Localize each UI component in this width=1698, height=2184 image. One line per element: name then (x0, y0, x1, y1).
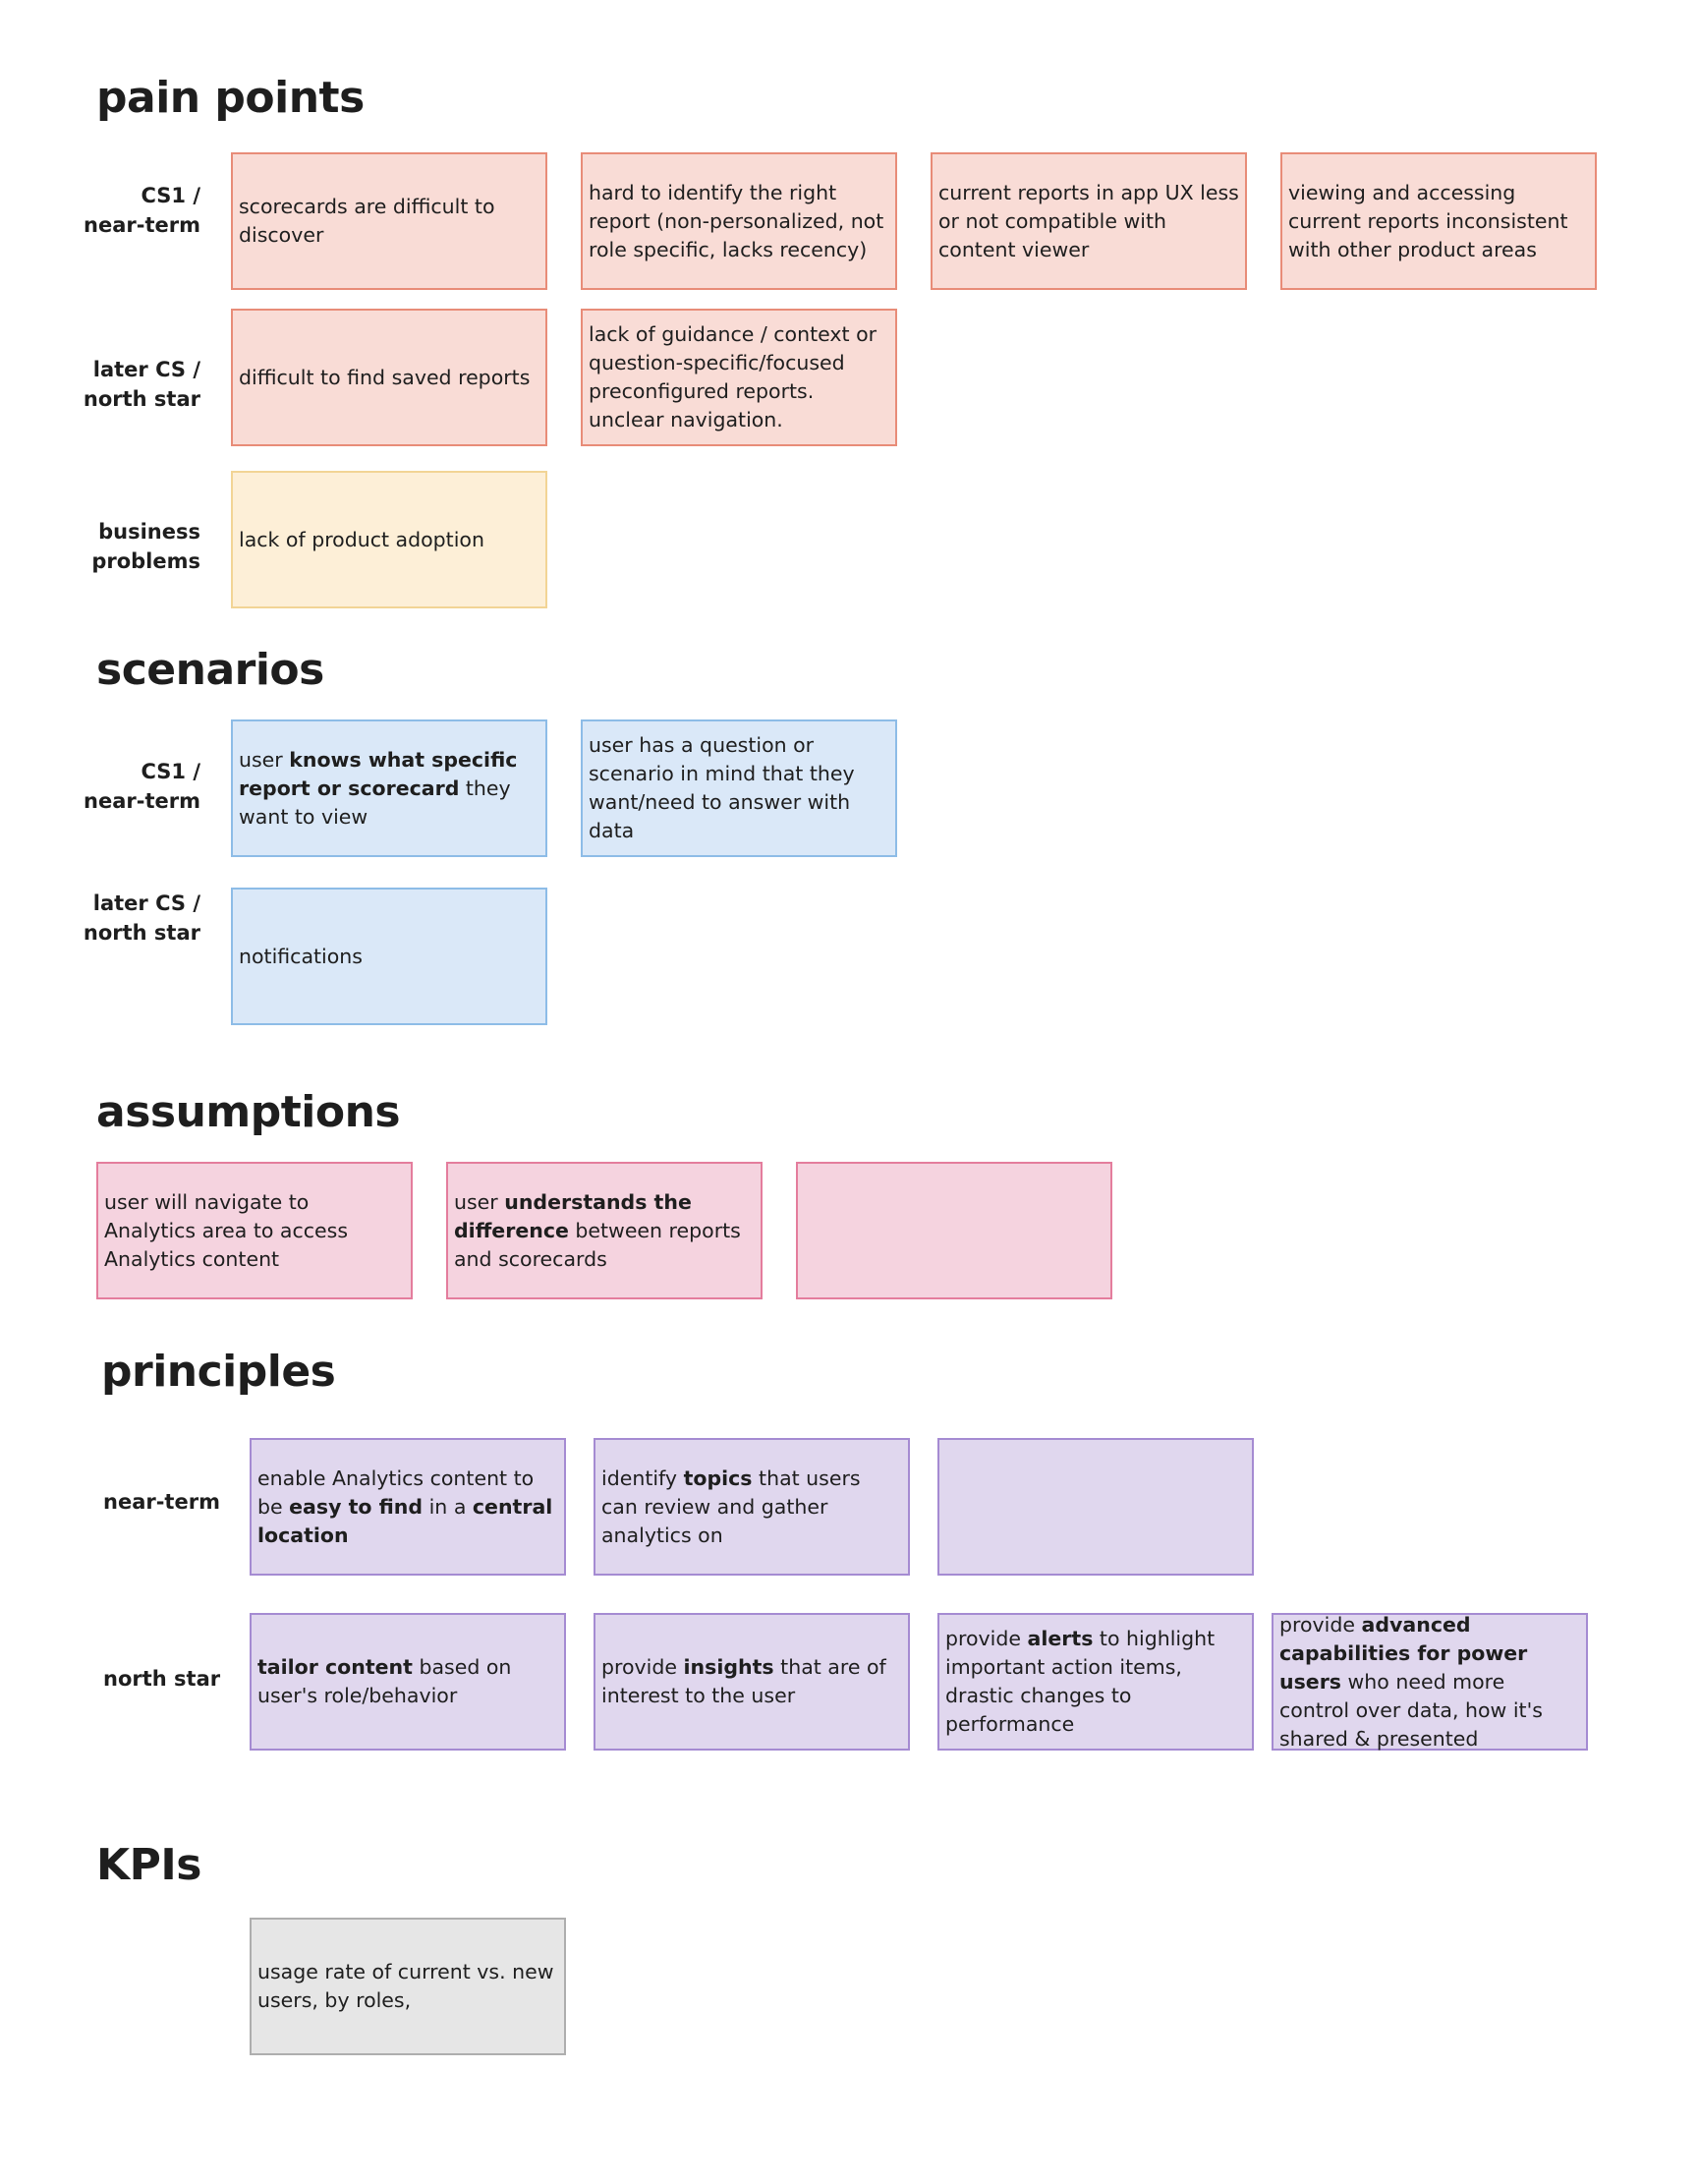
section-heading-assumptions: assumptions (96, 1087, 401, 1137)
sticky-note-assumption[interactable]: user understands the difference between … (446, 1162, 763, 1299)
row-label-business-problems: business problems (91, 520, 200, 573)
note-text-bold: advanced capabilities for power users (1279, 1612, 1528, 1694)
sticky-note-principle-empty[interactable] (937, 1438, 1254, 1576)
note-text-bold: insights (683, 1655, 774, 1679)
section-heading-scenarios: scenarios (96, 645, 324, 695)
note-text: hard to identify the right report (non-p… (589, 180, 884, 261)
note-text: in a (423, 1494, 473, 1519)
note-text: enable Analytics content to be (257, 1466, 535, 1519)
section-heading-pain-points: pain points (96, 73, 365, 123)
note-text-bold: easy to find (289, 1494, 424, 1519)
note-text: who need more control over data, how it'… (1279, 1669, 1543, 1751)
sticky-note-principle[interactable]: enable Analytics content to be easy to f… (250, 1438, 566, 1576)
note-text: that users can review and gather analyti… (601, 1466, 861, 1547)
note-text: provide (601, 1655, 684, 1679)
note-text: notifications (239, 944, 363, 968)
sticky-note-assumption-empty[interactable] (796, 1162, 1112, 1299)
note-text: user (454, 1189, 505, 1214)
sticky-note-pain-point[interactable]: viewing and accessing current reports in… (1280, 152, 1597, 290)
note-text: user has a question or scenario in mind … (589, 733, 855, 842)
row-label-principles-north-star: north star (103, 1667, 221, 1691)
note-text: that are of interest to the user (601, 1655, 886, 1707)
note-text: scorecards are difficult to discover (239, 195, 495, 247)
sticky-note-principle[interactable]: identify topics that users can review an… (594, 1438, 910, 1576)
note-text-bold: central location (257, 1494, 553, 1547)
sticky-note-scenario[interactable]: notifications (231, 888, 547, 1025)
row-label-principles-near-term: near-term (103, 1490, 220, 1514)
note-text: they want to view (239, 776, 511, 829)
sticky-note-kpi[interactable]: usage rate of current vs. new users, by … (250, 1918, 566, 2055)
sticky-note-pain-point[interactable]: current reports in app UX less or not co… (931, 152, 1247, 290)
note-text: difficult to find saved reports (239, 365, 531, 389)
note-text-bold: understands the difference (454, 1189, 692, 1242)
row-label-pain-later-cs-north-star: later CS / north star (83, 358, 200, 411)
sticky-note-principle[interactable]: provide advanced capabilities for power … (1272, 1613, 1588, 1751)
note-text-bold: alerts (1027, 1627, 1094, 1650)
row-label-scenarios-later-cs-north-star: later CS / north star (83, 891, 200, 945)
note-text-bold: topics (683, 1466, 753, 1490)
note-text: lack of guidance / context or question-s… (589, 322, 877, 431)
section-heading-kpis: KPIs (96, 1840, 201, 1890)
sticky-note-assumption[interactable]: user will navigate to Analytics area to … (96, 1162, 413, 1299)
sticky-note-scenario[interactable]: user has a question or scenario in mind … (581, 719, 897, 857)
sticky-note-principle[interactable]: provide alerts to highlight important ac… (937, 1613, 1254, 1751)
sticky-note-pain-point[interactable]: hard to identify the right report (non-p… (581, 152, 897, 290)
sticky-note-pain-point[interactable]: scorecards are difficult to discover (231, 152, 547, 290)
sticky-note-business-problem[interactable]: lack of product adoption (231, 471, 547, 608)
row-label-scenarios-cs1-near-term: CS1 / near-term (84, 760, 200, 813)
note-text: usage rate of current vs. new users, by … (257, 1960, 554, 2012)
section-heading-principles: principles (101, 1347, 336, 1397)
sticky-note-pain-point[interactable]: lack of guidance / context or question-s… (581, 309, 897, 446)
note-text-bold: knows what specific report or scorecard (239, 747, 518, 800)
sticky-note-scenario[interactable]: user knows what specific report or score… (231, 719, 547, 857)
note-text: user will navigate to Analytics area to … (104, 1189, 349, 1271)
note-text: user (239, 747, 290, 772)
note-text: viewing and accessing current reports in… (1288, 180, 1568, 261)
sticky-note-principle[interactable]: provide insights that are of interest to… (594, 1613, 910, 1751)
note-text: lack of product adoption (239, 527, 484, 551)
note-text: identify (601, 1466, 684, 1490)
note-text: between reports and scorecards (454, 1218, 741, 1271)
note-text: to highlight important action items, dra… (945, 1627, 1216, 1736)
note-text: provide (1279, 1612, 1362, 1637)
note-text: based on user's role/behavior (257, 1655, 512, 1707)
row-label-pain-cs1-near-term: CS1 / near-term (84, 184, 200, 237)
note-text: provide (945, 1627, 1028, 1650)
sticky-note-pain-point[interactable]: difficult to find saved reports (231, 309, 547, 446)
note-text: current reports in app UX less or not co… (938, 180, 1239, 261)
note-text-bold: tailor content (257, 1655, 413, 1679)
sticky-note-principle[interactable]: tailor content based on user's role/beha… (250, 1613, 566, 1751)
